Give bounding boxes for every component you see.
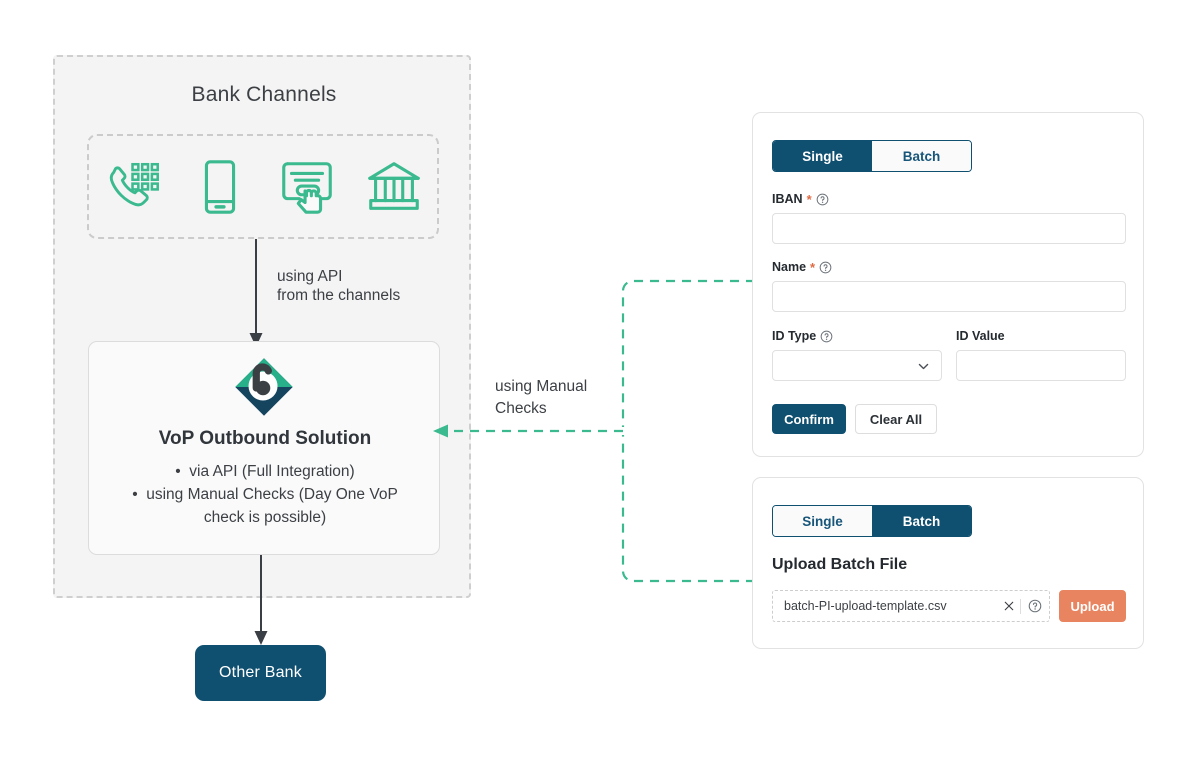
- name-input[interactable]: [772, 281, 1126, 312]
- id-type-help-icon[interactable]: [820, 330, 833, 343]
- clear-all-button[interactable]: Clear All: [855, 404, 937, 434]
- iban-help-icon[interactable]: [816, 193, 829, 206]
- iban-input[interactable]: [772, 213, 1126, 244]
- id-value-input[interactable]: [956, 350, 1126, 381]
- name-label: Name *: [772, 260, 832, 274]
- close-icon: [1004, 601, 1014, 611]
- iban-label-text: IBAN: [772, 192, 803, 206]
- single-card-tab-group[interactable]: Single Batch: [772, 140, 972, 172]
- api-flow-arrow: [249, 239, 263, 347]
- upload-batch-file-title: Upload Batch File: [772, 556, 908, 573]
- id-value-label: ID Value: [956, 329, 1005, 343]
- name-required-asterisk: *: [810, 259, 816, 275]
- id-value-label-text: ID Value: [956, 329, 1005, 343]
- tab-batch[interactable]: Batch: [872, 141, 971, 171]
- id-type-label: ID Type: [772, 329, 833, 343]
- name-label-text: Name: [772, 260, 807, 274]
- vop-title: VoP Outbound Solution: [158, 428, 372, 449]
- clear-file-icon[interactable]: [998, 600, 1020, 612]
- tab-batch-batchcard[interactable]: Batch: [872, 506, 971, 536]
- mobile-phone-icon: [204, 159, 235, 214]
- iban-label: IBAN *: [772, 192, 829, 206]
- id-type-select[interactable]: [772, 350, 942, 381]
- channels-icon-group: [87, 134, 439, 239]
- online-form-click-icon: [281, 161, 332, 214]
- name-help-icon[interactable]: [819, 261, 832, 274]
- other-bank-flow-arrow: [254, 555, 268, 645]
- api-flow-label-line1: using API: [277, 268, 343, 285]
- selected-file-name: batch-PI-upload-template.csv: [784, 599, 947, 613]
- manual-checks-label-line1: using Manual: [495, 378, 588, 395]
- chip-divider: [1020, 598, 1021, 614]
- manual-checks-label: using Manual Checks: [495, 376, 630, 420]
- api-flow-label-line2: from the channels: [277, 287, 401, 304]
- manual-checks-connector: [433, 279, 755, 583]
- vop-bullet-2: • using Manual Checks (Day One VoP check…: [132, 486, 398, 526]
- batch-upload-card: Single Batch Upload Batch File batch-PI-…: [752, 477, 1144, 649]
- bank-io-diamond-logo: [235, 358, 293, 416]
- other-bank-label: Other Bank: [219, 664, 302, 681]
- vop-bullet-list: • via API (Full Integration) • using Man…: [99, 460, 431, 529]
- vop-bullet-1: • via API (Full Integration): [175, 463, 355, 480]
- batch-card-tab-group[interactable]: Single Batch: [772, 505, 972, 537]
- api-flow-label: using API from the channels: [277, 267, 457, 305]
- single-check-card: Single Batch IBAN * Name *: [752, 112, 1144, 457]
- other-bank-node: Other Bank: [195, 645, 326, 701]
- id-type-label-text: ID Type: [772, 329, 817, 343]
- vop-outbound-card: VoP Outbound Solution • via API (Full In…: [88, 341, 440, 555]
- bank-channels-title: Bank Channels: [191, 83, 337, 106]
- file-help-icon[interactable]: [1021, 599, 1049, 613]
- selected-file-chip: batch-PI-upload-template.csv: [772, 590, 1050, 622]
- manual-checks-label-line2: Checks: [495, 400, 547, 417]
- phone-keypad-icon: [109, 162, 159, 206]
- iban-required-asterisk: *: [806, 191, 812, 207]
- tab-single-batchcard[interactable]: Single: [773, 506, 872, 536]
- bank-building-icon: [367, 161, 420, 210]
- chevron-down-icon: [918, 363, 929, 370]
- tab-single[interactable]: Single: [773, 141, 872, 171]
- bank-channels-region: Bank Channels: [53, 55, 471, 598]
- upload-button[interactable]: Upload: [1059, 590, 1126, 622]
- help-icon: [1028, 599, 1042, 613]
- confirm-button[interactable]: Confirm: [772, 404, 846, 434]
